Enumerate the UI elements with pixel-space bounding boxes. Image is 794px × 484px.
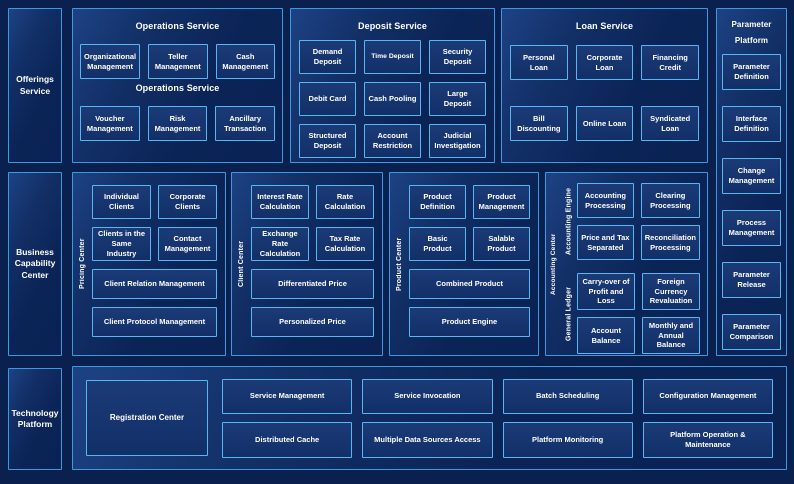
operations-service-title: Operations Service: [135, 21, 220, 31]
box-parameter-comparison: Parameter Comparison: [722, 314, 781, 350]
box-account-restriction: Account Restriction: [364, 124, 421, 158]
box-product-engine: Product Engine: [409, 307, 530, 337]
box-ancillary-transaction: Ancillary Transaction: [215, 106, 275, 141]
rail-technology-platform: Technology Platform: [8, 368, 62, 470]
box-configuration-management: Configuration Management: [642, 378, 773, 414]
box-batch-scheduling: Batch Scheduling: [502, 378, 633, 414]
accounting-engine-label: Accounting Engine: [565, 187, 573, 256]
pricing-center-label: Pricing Center: [79, 238, 86, 290]
box-clients-in-the-same-industry: Clients in the Same Industry: [92, 227, 151, 261]
box-demand-deposit: Demand Deposit: [299, 40, 356, 74]
section-client-center: Client Center Interest Rate Calculation …: [231, 172, 383, 356]
box-security-deposit: Security Deposit: [429, 40, 486, 74]
box-interest-rate-calculation: Interest Rate Calculation: [251, 185, 309, 219]
box-basic-product: Basic Product: [409, 227, 466, 261]
section-product-center: Product Center Product Definition Produc…: [389, 172, 539, 356]
box-clearing-processing: Clearing Processing: [640, 183, 700, 218]
box-platform-operation-maintenance: Platform Operation & Maintenance: [642, 421, 773, 458]
box-debit-card: Debit Card: [299, 82, 356, 116]
box-price-and-tax-separated: Price and Tax Separated: [577, 225, 634, 260]
box-exchange-rate-calculation: Exchange Rate Calculation: [251, 227, 309, 261]
box-platform-monitoring: Platform Monitoring: [502, 421, 633, 458]
box-financing-credit: Financing Credit: [641, 45, 699, 80]
section-accounting-center: Accounting Center Accounting Engine Acco…: [545, 172, 708, 356]
rail-offerings-service: Offerings Service: [8, 8, 62, 163]
box-corporate-loan: Corporate Loan: [575, 45, 634, 80]
box-syndicated-loan: Syndicated Loan: [641, 106, 699, 141]
box-foreign-currency-revaluation: Foreign Currency Revaluation: [642, 273, 700, 310]
box-service-invocation: Service Invocation: [362, 378, 493, 414]
box-tax-rate-calculation: Tax Rate Calculation: [316, 227, 374, 261]
box-accounting-processing: Accounting Processing: [577, 183, 634, 218]
box-judicial-investigation: Judicial Investigation: [429, 124, 486, 158]
box-bill-discounting: Bill Discounting: [510, 106, 568, 141]
box-rate-calculation: Rate Calculation: [316, 185, 374, 219]
loan-service-title: Loan Service: [575, 21, 634, 31]
box-process-management: Process Management: [722, 210, 781, 246]
box-corporate-clients: Corporate Clients: [158, 185, 217, 219]
box-service-management: Service Management: [222, 378, 353, 414]
box-carry-over-of-profit-and-loss: Carry-over of Profit and Loss: [577, 273, 635, 310]
box-salable-product: Salable Product: [473, 227, 530, 261]
client-center-label: Client Center: [238, 240, 245, 288]
box-differentiated-price: Differentiated Price: [251, 269, 374, 299]
box-structured-deposit: Structured Deposit: [299, 124, 356, 158]
box-cash-management: Cash Management: [215, 44, 275, 79]
box-voucher-management: Voucher Management: [80, 106, 140, 141]
box-product-management: Product Management: [473, 185, 530, 219]
parameter-platform-title: Parameter Platform: [731, 20, 772, 45]
box-product-definition: Product Definition: [409, 185, 466, 219]
section-technology-platform: Registration Center Service Management S…: [72, 366, 787, 470]
box-individual-clients: Individual Clients: [92, 185, 151, 219]
box-parameter-release: Parameter Release: [722, 262, 781, 298]
box-account-balance: Account Balance: [577, 317, 635, 354]
box-monthly-and-annual-balance: Monthly and Annual Balance: [642, 317, 700, 354]
box-registration-center: Registration Center: [86, 380, 208, 456]
section-parameter-platform: Parameter Platform Parameter Definition …: [716, 8, 787, 356]
box-multiple-data-sources-access: Multiple Data Sources Access: [362, 421, 493, 458]
section-deposit-service: Deposit Service Demand Deposit Time Depo…: [290, 8, 495, 163]
box-organizational-management: Organizational Management: [80, 44, 141, 79]
box-cash-pooling: Cash Pooling: [364, 82, 421, 116]
box-client-relation-management: Client Relation Management: [92, 269, 217, 299]
box-large-deposit: Large Deposit: [429, 82, 486, 116]
box-change-management: Change Management: [722, 158, 781, 194]
section-loan-service: Loan Service Personal Loan Corporate Loa…: [501, 8, 708, 163]
product-center-label: Product Center: [396, 237, 403, 291]
box-client-protocol-management: Client Protocol Management: [92, 307, 217, 337]
section-operations-service: Operations Service Organizational Manage…: [72, 8, 283, 163]
section-pricing-center: Pricing Center Individual Clients Corpor…: [72, 172, 226, 356]
box-interface-definition: Interface Definition: [722, 106, 781, 142]
box-risk-management: Risk Management: [147, 106, 208, 141]
deposit-service-title: Deposit Service: [357, 21, 428, 31]
box-combined-product: Combined Product: [409, 269, 530, 299]
box-teller-management: Teller Management: [148, 44, 208, 79]
box-distributed-cache: Distributed Cache: [222, 421, 353, 458]
box-personal-loan: Personal Loan: [510, 45, 568, 80]
operations-service-subtitle: Operations Service: [135, 83, 220, 93]
rail-business-capability-center: Business Capability Center: [8, 172, 62, 356]
box-reconciliation-processing: Reconciliation Processing: [640, 225, 700, 260]
box-parameter-definition: Parameter Definition: [722, 54, 781, 90]
box-contact-management: Contact Management: [158, 227, 217, 261]
general-ledger-label: General Ledger: [565, 286, 573, 341]
box-time-deposit: Time Deposit: [364, 40, 421, 74]
box-personalized-price: Personalized Price: [251, 307, 374, 337]
accounting-center-label: Accounting Center: [550, 233, 557, 295]
box-online-loan: Online Loan: [575, 106, 634, 141]
